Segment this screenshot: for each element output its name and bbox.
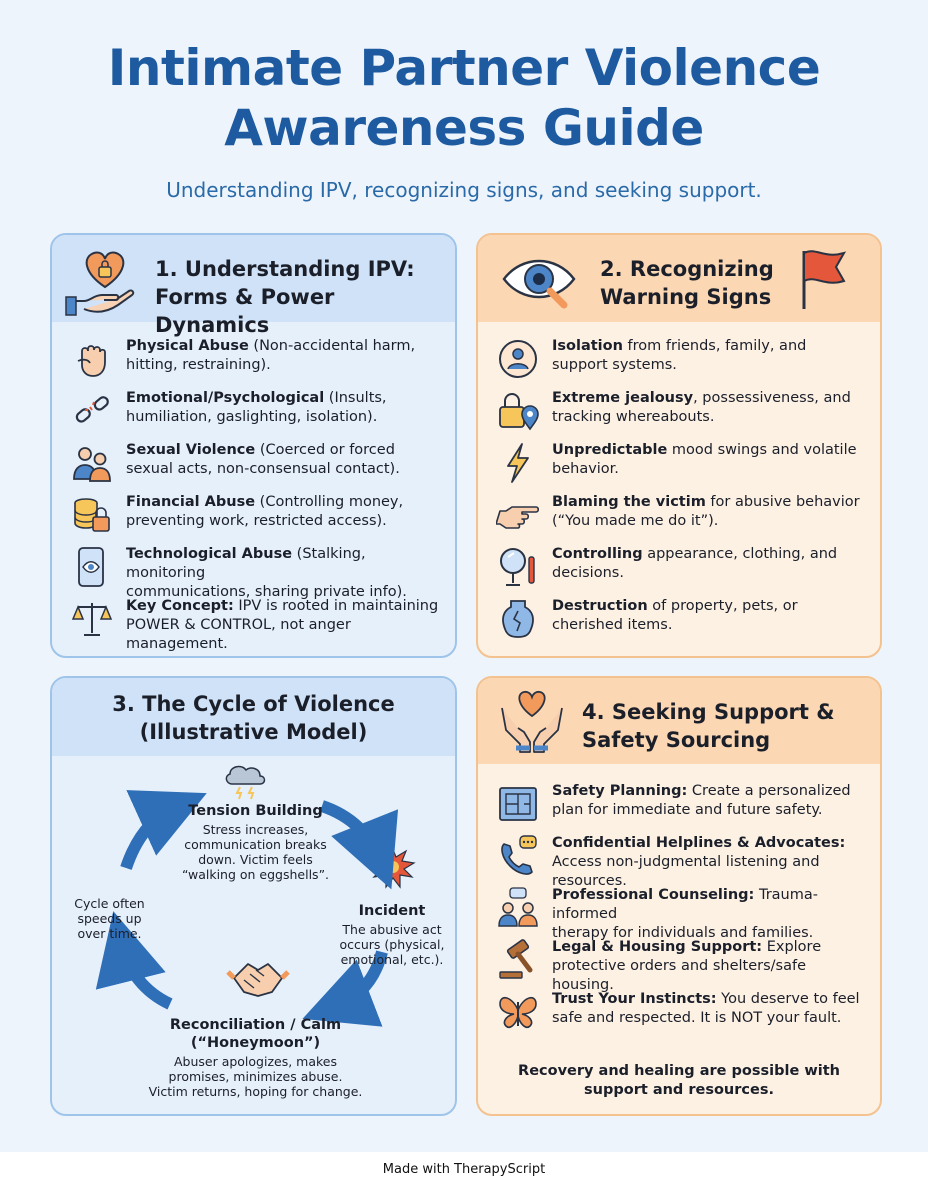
phone-eye-icon: [78, 547, 104, 587]
butterfly-icon: [499, 997, 537, 1029]
incident-heading: Incident: [358, 903, 426, 919]
list-item: Technological Abuse (Stalking, monitorin…: [70, 545, 445, 600]
section-cycle-of-violence: 3. The Cycle of Violence (Illustrative M…: [50, 676, 457, 1116]
poster: Intimate Partner Violence Awareness Guid…: [0, 0, 928, 1152]
arrow-reconciliation-to-note: [95, 911, 173, 1010]
section2-header: 2. Recognizing Warning Signs: [478, 235, 880, 322]
arrow-tension-to-incident: [319, 800, 399, 890]
list-item: Trust Your Instincts: You deserve to fee…: [496, 990, 870, 1042]
coins-lock-icon: [74, 498, 110, 532]
scales-icon: [71, 603, 113, 636]
handshake-icon: [226, 963, 290, 997]
section-warning-signs: 2. Recognizing Warning Signs Isolation f…: [476, 233, 882, 658]
blueprint-icon: [499, 787, 537, 821]
storm-cloud-icon: [225, 765, 266, 800]
section1-title: 1. Understanding IPV: Forms & Power Dyna…: [155, 257, 415, 337]
pointing-hand-icon: [496, 506, 540, 529]
closing-statement: Recovery and healing are possible with s…: [518, 1063, 840, 1098]
section-understanding-ipv: 1. Understanding IPV: Forms & Power Dyna…: [50, 233, 457, 658]
section2-title: 2. Recognizing Warning Signs: [600, 257, 774, 309]
page-title: Intimate Partner Violence Awareness Guid…: [107, 39, 821, 157]
cycle-note: Cycle often speeds up over time.: [74, 896, 145, 941]
heart-lock-hand-icon: [65, 251, 135, 316]
incident-text: The abusive act occurs (physical, emotio…: [339, 922, 445, 967]
section-seeking-support: 4. Seeking Support & Safety Sourcing Saf…: [476, 676, 882, 1116]
people-icon: [73, 447, 111, 482]
mirror-icon: [500, 548, 535, 586]
padlock-location-icon: [499, 393, 539, 431]
gavel-icon: [499, 939, 533, 979]
section1-header: 1. Understanding IPV: Forms & Power Dyna…: [52, 235, 455, 337]
section4-title: 4. Seeking Support & Safety Sourcing: [582, 700, 835, 752]
section3-header: 3. The Cycle of Violence (Illustrative M…: [52, 678, 455, 756]
tension-building-heading: Tension Building: [188, 803, 323, 819]
list-item: Professional Counseling: Trauma-informed…: [496, 886, 870, 941]
broken-vase-icon: [502, 600, 534, 638]
tension-building-text: Stress increases, communication breaks d…: [181, 822, 330, 882]
reconciliation-text: Abuser apologizes, makes promises, minim…: [148, 1054, 363, 1099]
eye-magnifier-icon: [502, 259, 576, 309]
footer-credit: Made with TherapyScript: [382, 1162, 546, 1177]
list-item: Confidential Helplines & Advocates:Acces…: [496, 834, 870, 889]
red-flag-icon: [802, 250, 847, 309]
list-item: Financial Abuse (Controlling money,preve…: [70, 493, 445, 545]
reconciliation-heading: Reconciliation / Calm (“Honeymoon”): [169, 1017, 342, 1051]
arrow-incident-to-reconciliation: [302, 950, 388, 1027]
fist-icon: [77, 345, 106, 377]
list-item: Key Concept: IPV is rooted in maintainin…: [70, 597, 445, 652]
section4-header: 4. Seeking Support & Safety Sourcing: [478, 678, 880, 764]
list-item: Emotional/Psychological (Insults,humilia…: [70, 389, 445, 441]
page-subtitle: Understanding IPV, recognizing signs, an…: [166, 178, 762, 202]
cycle-diagram: [95, 765, 416, 1027]
isolated-person-icon: [499, 340, 537, 378]
arrow-note-to-tension: [120, 790, 207, 870]
phone-chat-icon: [501, 835, 537, 875]
section3-title: 3. The Cycle of Violence (Illustrative M…: [112, 692, 395, 744]
lightning-icon: [507, 443, 529, 483]
broken-chain-icon: [75, 396, 109, 423]
counseling-icon: [498, 887, 538, 927]
hands-heart-icon: [501, 690, 563, 753]
list-item: Blaming the victim for abusive behavior(…: [496, 493, 870, 545]
list-item: Physical Abuse (Non-accidental harm,hitt…: [70, 337, 445, 389]
